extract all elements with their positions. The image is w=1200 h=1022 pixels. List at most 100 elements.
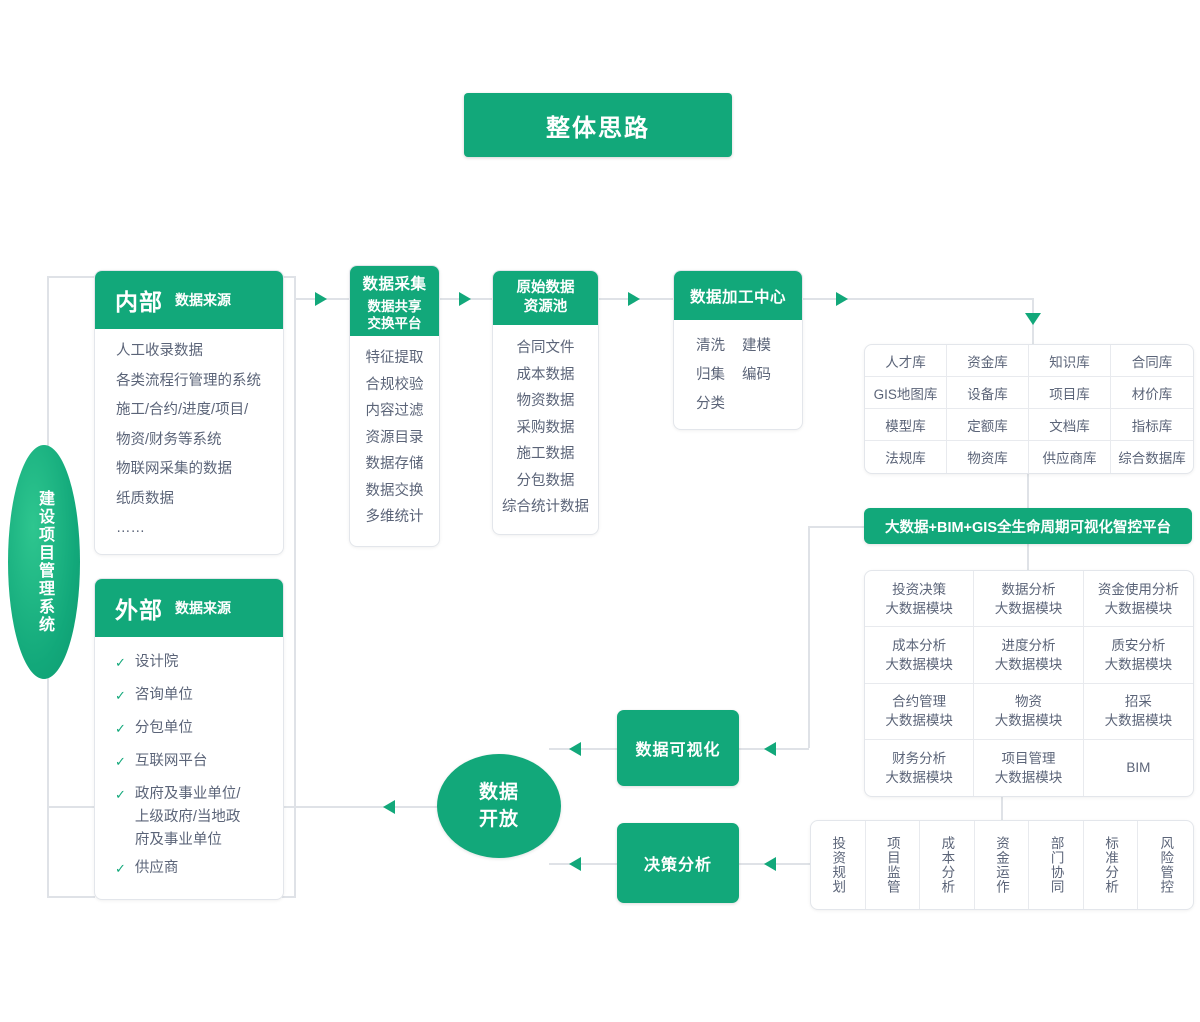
database-cell: GIS地图库 — [865, 377, 947, 409]
database-cell: 人才库 — [865, 345, 947, 377]
raw-data-pool-card: 原始数据 资源池 合同文件 成本数据 物资数据 采购数据 施工数据 分包数据 综… — [492, 270, 599, 535]
list-item: 施工数据 — [516, 446, 575, 462]
module-cell: 物资 大数据模块 — [974, 683, 1084, 740]
check-icon: ✓ — [115, 754, 126, 769]
connector-left-bracket-top — [47, 276, 95, 278]
list-item-label: 政府及事业单位/ 上级政府/当地政 府及事业单位 — [134, 786, 241, 848]
database-cell: 综合数据库 — [1118, 451, 1186, 466]
arrow-right-from-process — [836, 292, 848, 306]
database-cell: 法规库 — [865, 441, 947, 473]
decision-item-label: 成本分析 — [939, 836, 955, 894]
list-item: 数据存储 — [365, 456, 424, 472]
external-source-card: 外部 数据来源 ✓ 设计院 ✓ 咨询单位 ✓ 分包单位 ✓ 互联网平台 ✓ 政府… — [94, 578, 284, 900]
decision-item: 部门协同 — [1029, 821, 1084, 909]
module-cell: 投资决策 大数据模块 — [865, 571, 975, 628]
modules-grid: 投资决策 大数据模块 数据分析 大数据模块 资金使用分析 大数据模块 成本分析 … — [864, 570, 1194, 797]
raw-data-pool-list: 合同文件 成本数据 物资数据 采购数据 施工数据 分包数据 综合统计数据 — [493, 325, 598, 527]
list-item: 综合统计数据 — [502, 499, 589, 515]
check-icon: ✓ — [115, 787, 126, 802]
module-cell: 数据分析 大数据模块 — [974, 571, 1084, 628]
database-cell: 供应商库 — [1029, 441, 1111, 473]
database-cell: 模型库 — [865, 409, 947, 441]
internal-source-header: 内部 数据来源 — [95, 271, 283, 329]
module-cell: 成本分析 大数据模块 — [865, 627, 975, 684]
list-item: 人工收录数据 — [116, 343, 203, 359]
database-cell: 项目库 — [1029, 377, 1111, 409]
module-cell: 进度分析 大数据模块 — [974, 627, 1084, 684]
internal-source-title: 内部 — [115, 289, 163, 315]
database-cell: 物资库 — [947, 441, 1029, 473]
list-item: 数据交换 — [365, 482, 424, 499]
database-cell: 知识库 — [1029, 345, 1111, 377]
data-visualization-label: 数据可视化 — [635, 742, 721, 759]
connector-platform-left-vertical — [808, 526, 810, 748]
data-visualization-box: 数据可视化 — [617, 710, 739, 786]
decision-item: 成本分析 — [920, 821, 975, 909]
database-cell: 指标库 — [1111, 409, 1193, 441]
list-item: 分包数据 — [516, 472, 575, 489]
check-icon: ✓ — [115, 688, 126, 703]
data-processing-header: 数据加工中心 — [674, 271, 802, 320]
arrow-left-to-visualization — [764, 742, 776, 756]
decision-item-label: 投资规划 — [830, 836, 846, 894]
internal-source-subtitle: 数据来源 — [175, 292, 231, 308]
raw-data-pool-title: 原始数据 资源池 — [516, 280, 575, 315]
internal-source-list: 人工收录数据 各类流程行管理的系统 施工/合约/进度/项目/ 物资/财务等系统 … — [95, 329, 283, 552]
external-source-header: 外部 数据来源 — [95, 579, 283, 637]
database-cell: 文档库 — [1029, 409, 1111, 441]
page-title: 整体思路 — [464, 93, 732, 157]
list-item: 合规校验 — [365, 376, 424, 393]
module-cell: BIM — [1126, 760, 1151, 776]
decision-item-label: 部门协同 — [1048, 836, 1064, 894]
decision-item: 资金运作 — [975, 821, 1030, 909]
arrow-down-to-databases — [1025, 313, 1041, 325]
connector-sources-bracket-vertical — [294, 276, 296, 897]
database-cell: 定额库 — [947, 409, 1029, 441]
data-collection-title: 数据采集 — [362, 276, 427, 293]
external-source-title: 外部 — [115, 597, 163, 623]
connector-sources-bracket-top — [282, 276, 296, 278]
module-cell: 项目管理 大数据模块 — [974, 739, 1084, 796]
decision-analysis-box: 决策分析 — [617, 823, 739, 903]
connector-sources-bracket-bottom — [282, 896, 296, 898]
decision-item-label: 风险管控 — [1158, 836, 1174, 894]
list-item: 各类流程行管理的系统 — [116, 372, 261, 389]
external-source-subtitle: 数据来源 — [175, 600, 231, 616]
arrow-right-to-process — [628, 292, 640, 306]
connector-modules-to-vgrid — [1001, 795, 1003, 820]
connector-db-to-platform — [1027, 472, 1029, 508]
database-cell: 材价库 — [1111, 377, 1193, 409]
open-data-label: 数据 开放 — [478, 782, 519, 830]
check-icon: ✓ — [115, 721, 126, 736]
data-collection-card: 数据采集 数据共享 交换平台 特征提取 合规校验 内容过滤 资源目录 数据存储 … — [349, 265, 440, 547]
list-item-label: 分包单位 — [134, 720, 193, 736]
system-label-ellipse: 建设项目管理系统 — [8, 445, 80, 679]
platform-banner: 大数据+BIM+GIS全生命周期可视化智控平台 — [864, 508, 1192, 544]
external-source-list: ✓ 设计院 ✓ 咨询单位 ✓ 分包单位 ✓ 互联网平台 ✓ 政府及事业单位/ 上… — [95, 637, 283, 893]
list-item: 归集 — [696, 367, 725, 383]
list-item: …… — [116, 520, 145, 536]
list-item: 清洗 — [696, 338, 725, 354]
module-cell: 资金使用分析 大数据模块 — [1083, 571, 1193, 628]
arrow-left-to-decision — [764, 857, 776, 871]
list-item: 采购数据 — [516, 419, 575, 436]
arrow-right-to-collect — [315, 292, 327, 306]
data-collection-subtitle: 数据共享 交换平台 — [367, 299, 422, 331]
check-icon: ✓ — [115, 655, 126, 670]
decision-item: 投资规划 — [811, 821, 866, 909]
module-cell: 财务分析 大数据模块 — [865, 739, 975, 796]
page-title-text: 整体思路 — [546, 114, 650, 142]
list-item-label: 互联网平台 — [134, 753, 208, 769]
open-data-circle: 数据 开放 — [437, 754, 561, 858]
connector-platform-to-modules — [1027, 544, 1029, 570]
list-item: 成本数据 — [516, 366, 575, 383]
decision-item-label: 资金运作 — [993, 836, 1009, 894]
database-grid: 人才库 资金库 知识库 合同库 GIS地图库 设备库 项目库 材价库 模型库 定… — [864, 344, 1194, 474]
list-item: 物资/财务等系统 — [116, 431, 222, 448]
database-cell: 资金库 — [947, 345, 1029, 377]
database-cell: 设备库 — [947, 377, 1029, 409]
data-processing-title: 数据加工中心 — [689, 288, 786, 306]
module-cell: 合约管理 大数据模块 — [865, 683, 975, 740]
list-item: 物联网采集的数据 — [116, 461, 232, 477]
list-item: 内容过滤 — [365, 403, 424, 419]
